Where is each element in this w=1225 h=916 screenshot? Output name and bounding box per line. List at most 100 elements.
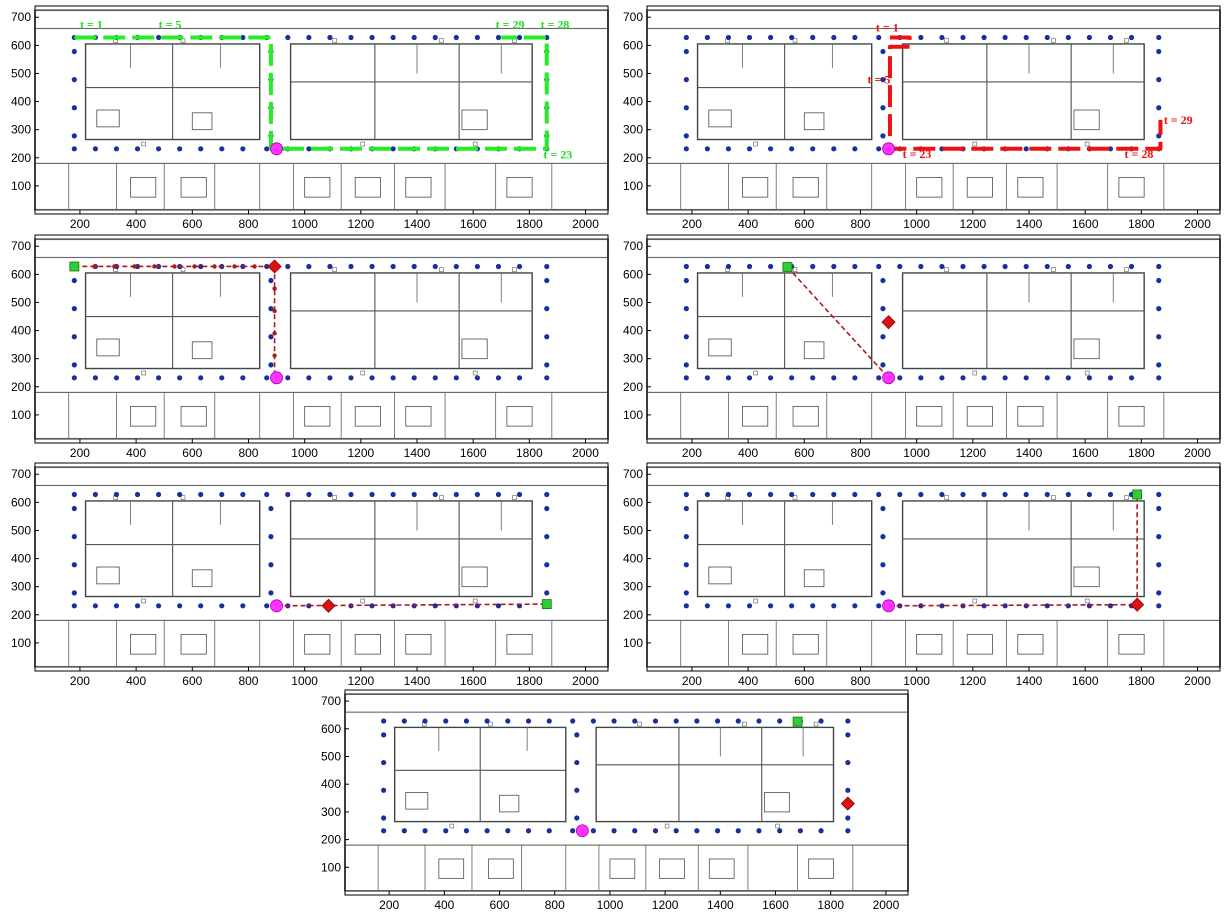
sensor-node bbox=[852, 375, 858, 381]
sensor-node bbox=[1107, 375, 1114, 381]
sensor-node bbox=[683, 146, 689, 152]
sensor-node bbox=[177, 146, 183, 152]
origin-marker bbox=[882, 599, 895, 613]
x-tick-label: 2000 bbox=[873, 898, 900, 912]
sensor-node bbox=[390, 146, 396, 152]
y-tick-label: 500 bbox=[11, 295, 31, 309]
hop-node bbox=[252, 264, 257, 269]
sensor-node bbox=[495, 491, 502, 498]
origin-marker bbox=[575, 824, 589, 838]
sensor-node bbox=[268, 534, 274, 540]
hop-node bbox=[112, 264, 117, 269]
sensor-node bbox=[240, 375, 246, 381]
sensor-node bbox=[411, 375, 417, 381]
hop-node bbox=[132, 264, 137, 269]
sensor-node bbox=[474, 263, 480, 270]
x-tick-label: 1400 bbox=[404, 674, 431, 688]
x-tick-label: 200 bbox=[682, 217, 702, 231]
source-marker bbox=[782, 262, 793, 272]
x-tick-label: 1600 bbox=[1072, 446, 1099, 460]
sensor-grid bbox=[71, 491, 550, 609]
sensor-node bbox=[390, 375, 396, 381]
sensor-node bbox=[683, 48, 689, 55]
sensor-node bbox=[544, 362, 550, 368]
sensor-node bbox=[474, 491, 480, 498]
x-tick-label: 1000 bbox=[597, 898, 624, 912]
sensor-node bbox=[981, 34, 987, 41]
sensor-node bbox=[155, 603, 162, 609]
sensor-node bbox=[268, 306, 274, 312]
x-tick-label: 1200 bbox=[347, 217, 374, 231]
sensor-node bbox=[1086, 603, 1092, 609]
sensor-node bbox=[1156, 48, 1162, 55]
y-tick-label: 200 bbox=[11, 151, 31, 165]
y-tick-label: 400 bbox=[623, 95, 643, 109]
sensor-node bbox=[113, 146, 120, 152]
sensor-node bbox=[71, 48, 77, 55]
sensor-node bbox=[574, 759, 580, 766]
sensor-node bbox=[1128, 34, 1135, 41]
sensor-node bbox=[704, 603, 710, 609]
sensor-node bbox=[876, 375, 882, 381]
sensor-node bbox=[652, 828, 659, 834]
x-tick-label: 1000 bbox=[291, 674, 318, 688]
y-tick-label: 600 bbox=[11, 267, 31, 281]
sensor-node bbox=[264, 375, 270, 381]
x-tick-label: 1200 bbox=[347, 446, 374, 460]
sensor-node bbox=[652, 718, 659, 724]
x-tick-label: 1400 bbox=[707, 898, 734, 912]
sensor-node bbox=[327, 263, 333, 270]
estimation-link bbox=[74, 265, 276, 378]
sensor-node bbox=[876, 603, 882, 609]
sensor-node bbox=[327, 491, 333, 498]
sensor-node bbox=[1128, 263, 1135, 270]
x-tick-label: 2000 bbox=[572, 674, 599, 688]
sensor-node bbox=[683, 306, 689, 312]
axes-frame bbox=[34, 234, 609, 444]
source-marker bbox=[541, 599, 552, 610]
sensor-node bbox=[918, 491, 924, 498]
x-tick-label: 800 bbox=[850, 674, 870, 688]
y-tick-label: 700 bbox=[11, 467, 31, 481]
sensor-node bbox=[1156, 105, 1162, 111]
x-tick-label: 200 bbox=[70, 446, 90, 460]
y-tick-label: 200 bbox=[623, 151, 643, 165]
sensor-node bbox=[960, 263, 966, 270]
sensor-node bbox=[264, 491, 270, 498]
sensor-node bbox=[880, 334, 886, 340]
x-tick-label: 1600 bbox=[1072, 674, 1099, 688]
floorplan-image bbox=[34, 466, 609, 668]
x-tick-label: 1800 bbox=[516, 217, 543, 231]
sensor-node bbox=[683, 34, 689, 41]
x-tick-label: 1000 bbox=[903, 217, 930, 231]
sensor-node bbox=[852, 34, 858, 41]
sensor-node bbox=[1107, 603, 1114, 609]
sensor-node bbox=[1023, 146, 1029, 152]
sensor-node bbox=[673, 828, 679, 834]
sensor-node bbox=[880, 48, 886, 55]
sensor-node bbox=[71, 133, 77, 139]
sensor-node bbox=[746, 263, 753, 270]
sensor-node bbox=[767, 491, 774, 498]
sensor-node bbox=[411, 491, 417, 498]
x-tick-label: 1600 bbox=[460, 674, 487, 688]
y-tick-label: 300 bbox=[623, 123, 643, 137]
x-tick-label: 600 bbox=[182, 674, 202, 688]
sensor-node bbox=[198, 263, 204, 270]
sensor-node bbox=[381, 787, 387, 793]
sensor-node bbox=[939, 263, 945, 270]
axes-frame bbox=[34, 462, 609, 672]
sensor-node bbox=[369, 375, 375, 381]
sensor-node bbox=[694, 718, 700, 724]
sensor-node bbox=[810, 603, 816, 609]
floorplan-image bbox=[646, 9, 1221, 211]
sensor-node bbox=[268, 362, 274, 368]
x-tick-label: 600 bbox=[182, 446, 202, 460]
sensor-node bbox=[876, 263, 882, 270]
sensor-node bbox=[1107, 34, 1114, 41]
sensor-node bbox=[1065, 263, 1071, 270]
sensor-node bbox=[1156, 263, 1162, 270]
x-tick-label: 200 bbox=[379, 898, 399, 912]
sensor-node bbox=[777, 828, 783, 834]
